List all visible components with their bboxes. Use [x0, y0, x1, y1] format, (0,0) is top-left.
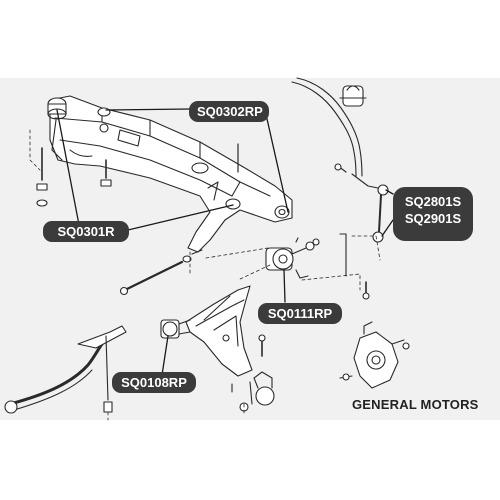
ball-joint — [231, 334, 275, 412]
stabilizer-bar-bottom — [4, 325, 127, 414]
part-label-sq2801s-sq2901s: SQ2801S SQ2901S — [393, 187, 473, 241]
brand-name: GENERAL MOTORS — [352, 397, 479, 412]
steering-knuckle — [339, 321, 410, 389]
small-hardware — [295, 233, 370, 300]
subframe — [49, 95, 293, 253]
control-arm-bolt — [119, 249, 203, 296]
part-label-sq0301r: SQ0301R — [43, 221, 129, 242]
stabilizer-bar-top — [291, 77, 367, 177]
part-label-sq0108rp: SQ0108RP — [112, 372, 196, 393]
part-label-sq0111rp: SQ0111RP — [258, 303, 342, 324]
lower-control-arm — [185, 285, 253, 377]
guide-lines — [29, 129, 381, 421]
control-arm-bushings — [160, 238, 320, 339]
subframe-bushings — [47, 97, 290, 219]
stabilizer-link — [334, 163, 389, 243]
subframe-bolts — [36, 143, 239, 207]
part-label-sq2901s: SQ2901S — [404, 211, 462, 226]
leader-lines — [56, 108, 394, 376]
part-label-sq0302rp: SQ0302RP — [189, 101, 269, 122]
part-label-sq2801s: SQ2801S — [404, 194, 462, 209]
